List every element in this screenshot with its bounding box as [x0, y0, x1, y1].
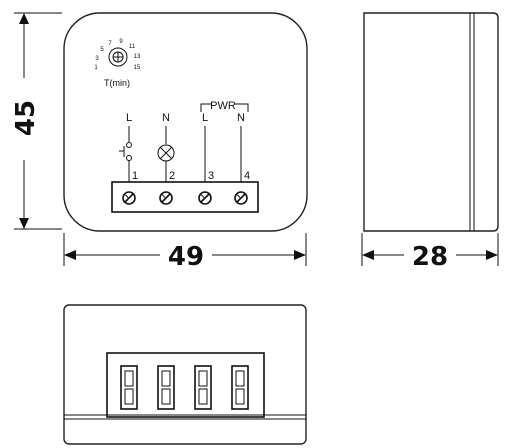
- depth-dimension: 28: [361, 233, 499, 272]
- width-value: 49: [168, 242, 204, 272]
- dial-label-5: 5: [100, 47, 104, 53]
- bottom-view: [63, 304, 307, 445]
- lamp-symbol: [157, 126, 175, 182]
- terminal-number-2: 2: [169, 170, 175, 182]
- dial-label-13: 13: [134, 54, 141, 60]
- wire-label-n: N: [162, 112, 170, 124]
- height-value: 45: [11, 100, 41, 136]
- terminal-opening-3: [194, 365, 212, 410]
- wire-label-l: L: [126, 112, 132, 124]
- terminal-screw-1: [122, 191, 136, 205]
- terminal-opening-2: [157, 365, 175, 410]
- terminal-opening-1: [120, 365, 138, 410]
- terminal-screw-3: [198, 191, 212, 205]
- timer-dial: 1 3 5 7 9 11 13 15 T(min): [94, 39, 141, 88]
- push-button-symbol: [119, 126, 132, 182]
- dial-label-7: 7: [108, 41, 112, 47]
- front-view: 1 3 5 7 9 11 13 15 T(min) L N PWR L N: [63, 12, 308, 232]
- pwr-label-n: N: [237, 112, 245, 124]
- height-dimension: 45: [11, 12, 62, 230]
- dial-caption: T(min): [104, 78, 130, 88]
- terminal-number-3: 3: [208, 170, 214, 182]
- pwr-label-l: L: [202, 112, 208, 124]
- terminal-screw-4: [234, 191, 248, 205]
- side-view: [363, 12, 499, 232]
- dial-label-11: 11: [129, 44, 136, 50]
- terminal-number-4: 4: [244, 170, 250, 182]
- terminal-screw-2: [159, 191, 173, 205]
- width-dimension: 49: [63, 233, 307, 272]
- depth-value: 28: [412, 242, 448, 272]
- dial-label-3: 3: [95, 56, 99, 62]
- pwr-label: PWR: [210, 100, 236, 112]
- dial-label-9: 9: [119, 39, 123, 45]
- terminal-number-1: 1: [132, 170, 138, 182]
- terminal-opening-4: [231, 365, 249, 410]
- dial-label-15: 15: [134, 65, 141, 71]
- dial-label-1: 1: [94, 65, 98, 71]
